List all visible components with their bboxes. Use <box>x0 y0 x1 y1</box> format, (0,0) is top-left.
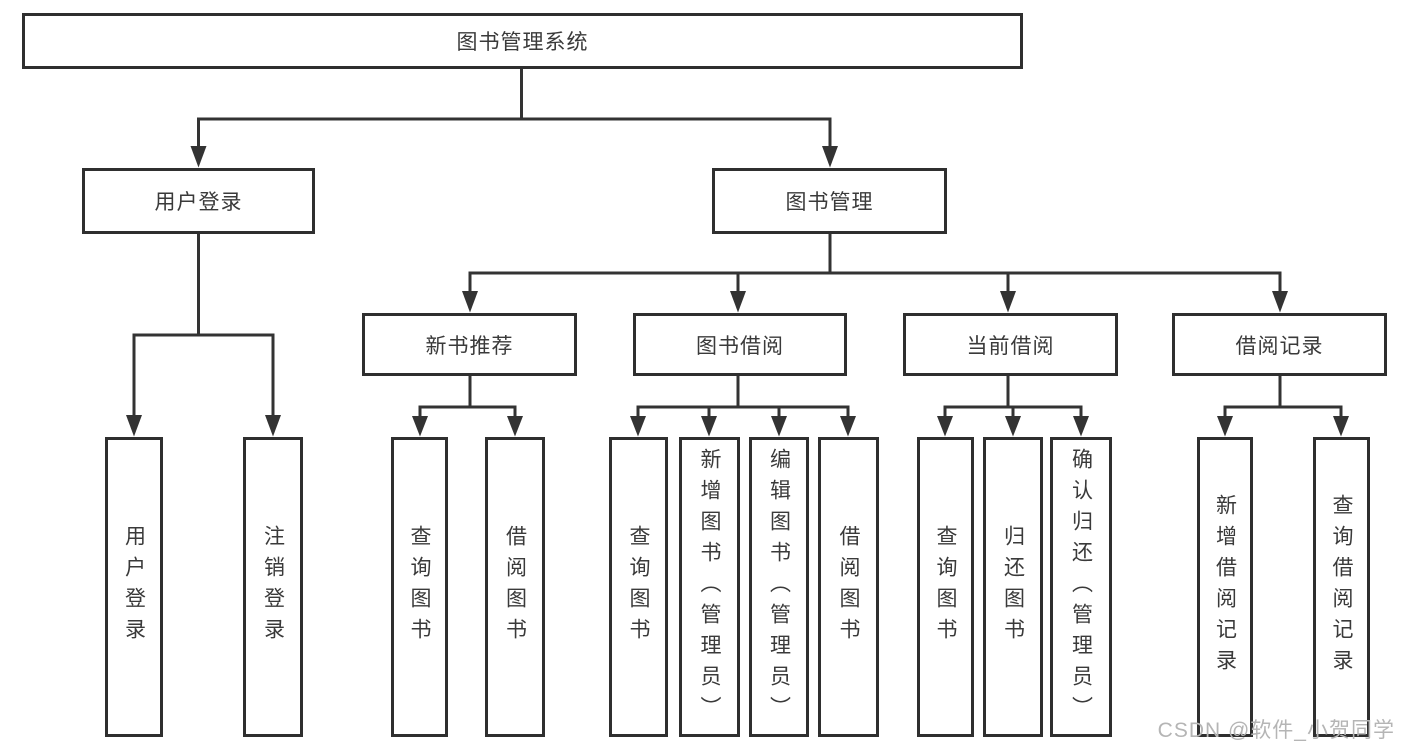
leaf-logout-login: 注销登录 <box>243 437 303 737</box>
node-new-book-recommend: 新书推荐 <box>362 313 577 376</box>
leaf-return-books: 归还图书 <box>983 437 1043 737</box>
csdn-watermark: CSDN @软件_小贺同学 <box>1157 719 1395 742</box>
leaf-edit-books-admin: 编辑图书（管理员） <box>749 437 809 737</box>
node-borrow-records: 借阅记录 <box>1172 313 1387 376</box>
node-user-login: 用户登录 <box>82 168 315 234</box>
node-book-management: 图书管理 <box>712 168 947 234</box>
leaf-query-books-borrow: 查询图书 <box>609 437 668 737</box>
leaf-confirm-return-admin: 确认归还（管理员） <box>1050 437 1112 737</box>
node-root-library-system: 图书管理系统 <box>22 13 1023 69</box>
leaf-query-books-recommend: 查询图书 <box>391 437 448 737</box>
node-book-borrow: 图书借阅 <box>633 313 847 376</box>
leaf-add-books-admin: 新增图书（管理员） <box>679 437 740 737</box>
leaf-query-books-current: 查询图书 <box>917 437 974 737</box>
leaf-add-borrow-record: 新增借阅记录 <box>1197 437 1253 737</box>
leaf-borrow-books-recommend: 借阅图书 <box>485 437 545 737</box>
leaf-query-borrow-record: 查询借阅记录 <box>1313 437 1370 737</box>
leaf-user-login: 用户登录 <box>105 437 163 737</box>
node-current-borrow: 当前借阅 <box>903 313 1118 376</box>
leaf-borrow-books: 借阅图书 <box>818 437 879 737</box>
